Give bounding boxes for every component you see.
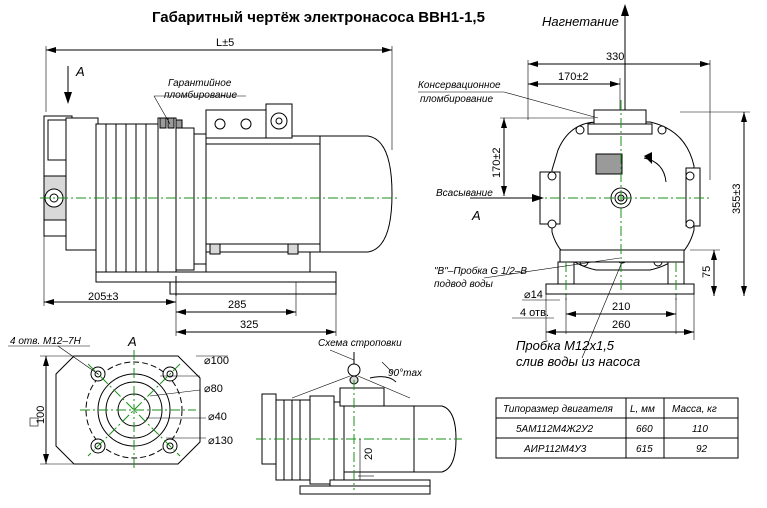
dim-355: 355±3 [731,183,743,214]
dim-L: L±5 [216,37,234,49]
table-header-mass: Масса, кг [672,404,717,415]
water-plug-line2: подвод воды [434,279,494,290]
view-a-flange [8,345,228,470]
suction-label: Всасывание [436,188,493,199]
front-view [418,60,750,359]
dim-170-vertical: 170±2 [491,147,503,178]
dim-170-horizontal: 170±2 [558,71,589,83]
table-row-2-L: 615 [636,444,653,455]
dim-d40: ⌀40 [208,411,227,423]
dim-330: 330 [606,51,624,63]
dim-d100: ⌀100 [204,355,229,367]
table-row-1-mass: 110 [692,424,708,435]
dim-325: 325 [240,319,258,331]
dim-210: 210 [612,301,630,313]
table-row-2-mass: 92 [696,444,708,455]
dim-285: 285 [228,299,246,311]
dim-20: 20 [363,448,375,460]
dim-square-100: 100 [35,406,47,424]
conservation-seal-line2: пломбирование [420,93,493,105]
view-a-marker: А [75,64,85,79]
table-row-1-L: 660 [636,424,653,435]
table-row-1-motor: 5АМ112М4Ж2У2 [516,424,594,435]
holes-m12: 4 отв. М12–7Н [10,336,82,347]
dim-d130: ⌀130 [208,435,233,447]
slinging-scheme [256,349,462,495]
warranty-seal-line2: пломбирование [164,89,237,101]
dim-d80: ⌀80 [204,383,223,395]
dim-75: 75 [701,266,713,278]
conservation-seal-line1: Консервационное [418,80,501,91]
discharge-arrow [621,4,629,118]
drain-plug-line1: Пробка М12х1,5 [516,338,615,353]
drain-plug-line2: слив воды из насоса [516,354,640,369]
suction-view-a: А [471,208,481,223]
warranty-seal-line1: Гарантийное [168,78,232,89]
sling-angle: 90°max [388,368,423,379]
holes-14: 4 отв. [520,307,549,319]
dim-14: ⌀14 [524,289,543,301]
dim-260: 260 [612,319,630,331]
table-header-L: L, мм [630,404,655,415]
drawing-title: Габаритный чертёж электронасоса ВВН1-1,5 [152,9,485,26]
dim-205: 205±3 [88,291,119,303]
table-row-2-motor: АИР112М4У3 [523,444,587,455]
motor-table [495,397,739,459]
discharge-label: Нагнетание [542,14,619,29]
sling-scheme-label: Схема строповки [318,338,402,349]
view-a-title: А [127,334,137,349]
table-header-motor: Типоразмер двигателя [503,404,613,415]
side-view: L±5 А [40,37,400,336]
water-plug-line1: "В"–Пробка G 1/2–В [434,265,527,277]
